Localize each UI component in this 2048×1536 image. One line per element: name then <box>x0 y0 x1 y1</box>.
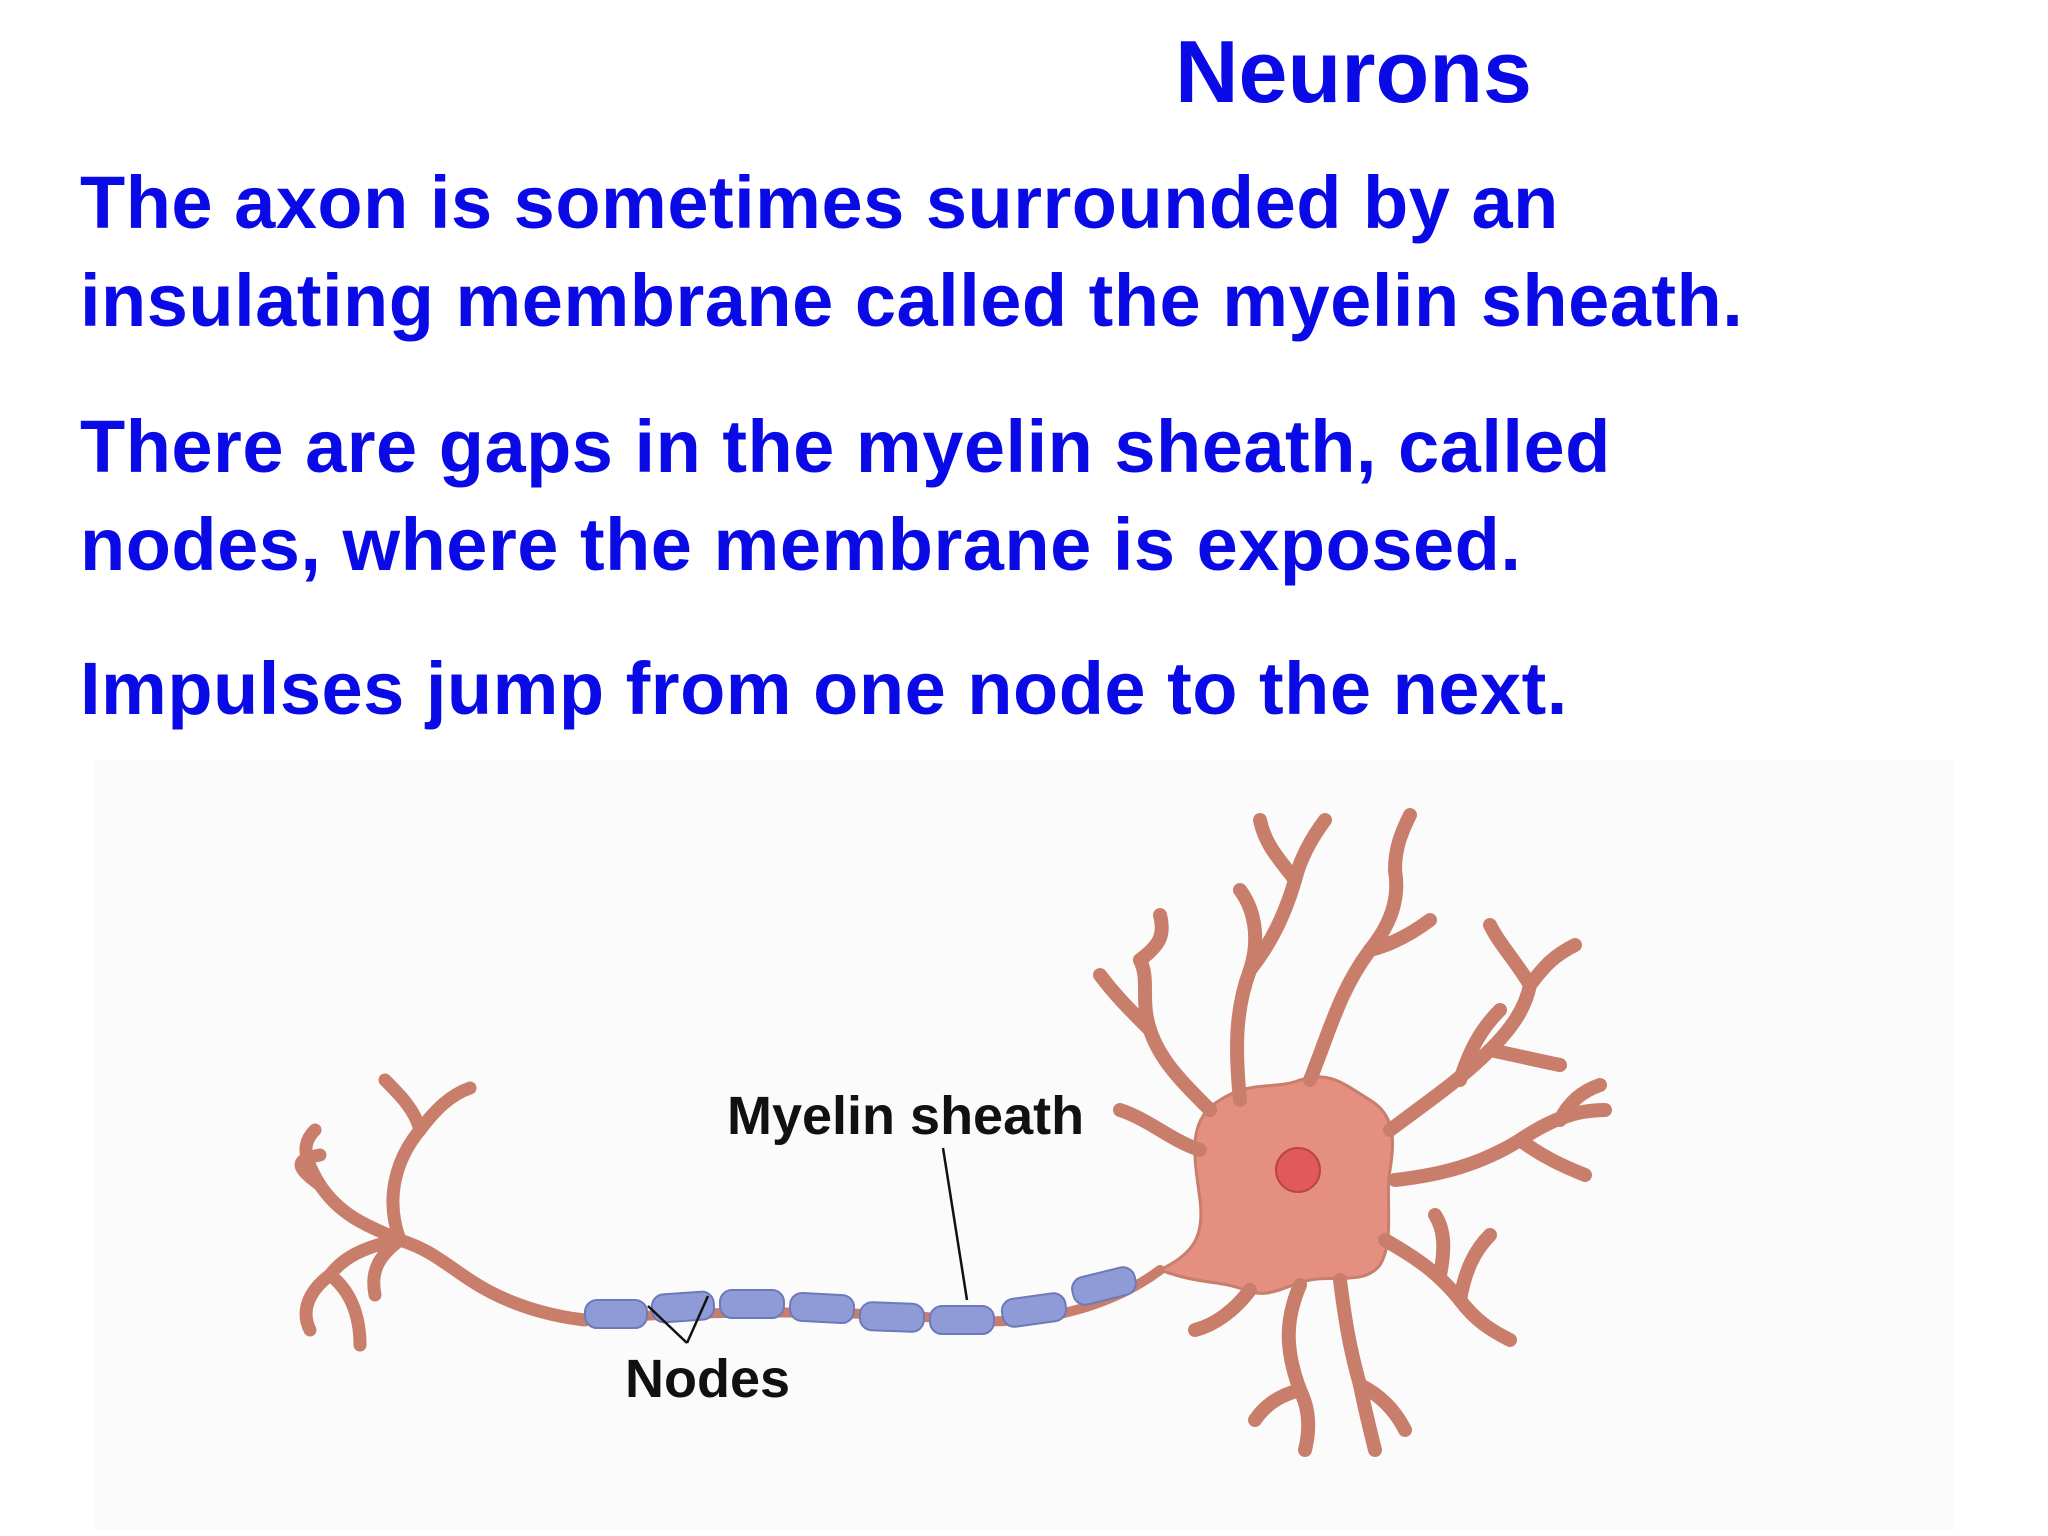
paragraph-line: Impulses jump from one node to the next. <box>80 647 1568 730</box>
paragraph-nodes-definition: There are gaps in the myelin sheath, cal… <box>80 398 1611 594</box>
dendrites <box>1093 808 1612 1457</box>
axon-terminal-branches <box>294 1073 592 1352</box>
nucleus <box>1275 1147 1321 1193</box>
nodes-leader-line-left <box>647 1305 688 1344</box>
paragraph-myelin-definition: The axon is sometimes surrounded by an i… <box>80 154 1743 350</box>
myelin-segment <box>1071 1266 1137 1306</box>
myelin-segment <box>1000 1292 1068 1328</box>
paragraph-line: The axon is sometimes surrounded by an <box>80 161 1559 244</box>
myelin-segment <box>858 1301 926 1333</box>
cell-body <box>1156 1075 1395 1295</box>
myelin-segments <box>584 1266 1137 1335</box>
myelin-segment <box>788 1291 856 1325</box>
nodes-leader-line-right <box>685 1295 710 1344</box>
myelin-leader-line <box>941 1147 969 1301</box>
slide-title: Neurons <box>1175 22 1532 121</box>
nodes-label: Nodes <box>625 1349 791 1409</box>
myelin-segment <box>929 1305 995 1335</box>
paragraph-impulse-jump: Impulses jump from one node to the next. <box>80 640 1568 738</box>
paragraph-line: insulating membrane called the myelin sh… <box>80 259 1744 342</box>
paragraph-line: nodes, where the membrane is exposed. <box>80 503 1522 586</box>
label-leaders <box>647 1147 969 1344</box>
myelin-segment <box>719 1289 785 1319</box>
myelin-sheath-label: Myelin sheath <box>727 1086 1085 1146</box>
paragraph-line: There are gaps in the myelin sheath, cal… <box>80 405 1611 488</box>
myelin-segment <box>584 1299 648 1329</box>
